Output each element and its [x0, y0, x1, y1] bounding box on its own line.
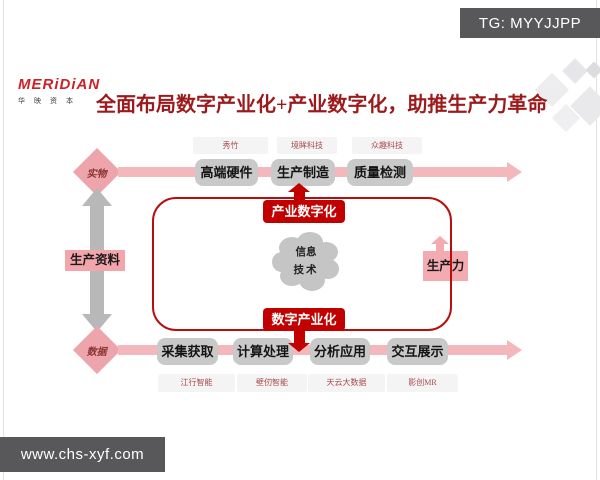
stage-box-quality: 质量检测 — [347, 159, 413, 186]
stage-box-computing: 计算处理 — [233, 338, 293, 365]
company-chip: 壁仞智能 — [237, 374, 307, 392]
stage-box-collection: 采集获取 — [157, 338, 218, 365]
watermark-diamond — [585, 61, 600, 79]
company-chip: 影创MR — [387, 374, 458, 392]
stage-box-display: 交互展示 — [387, 338, 448, 365]
industry-digitalization-badge: 产业数字化 — [263, 200, 345, 223]
top-flow-arrow-head — [507, 162, 522, 182]
cloud-text-line1: 信息 — [295, 247, 317, 258]
logo-subtext: 华映资本 — [18, 98, 82, 105]
watermark-diamond — [562, 58, 588, 84]
physical-objects-label: 实物 — [87, 168, 107, 180]
logo-brand-text: MERiDiAN — [18, 76, 101, 93]
information-technology-cloud: 信息 技术 — [268, 228, 344, 294]
means-of-production-label: 生产资料 — [65, 250, 125, 271]
stage-box-analysis: 分析应用 — [310, 338, 370, 365]
data-diamond: 数据 — [72, 325, 122, 375]
bottom-flow-arrow-head — [507, 340, 522, 360]
productivity-arrow-stem — [436, 244, 444, 252]
company-chip: 江行智能 — [158, 374, 235, 392]
data-label: 数据 — [87, 346, 107, 358]
website-text: www.chs-xyf.com — [20, 446, 145, 463]
website-badge: www.chs-xyf.com — [0, 437, 165, 472]
digital-industrialization-arrow-head — [288, 343, 310, 352]
stage-box-hardware: 高端硬件 — [195, 159, 258, 186]
company-chip: 境眸科技 — [277, 137, 337, 154]
slide-title: 全面布局数字产业化+产业数字化，助推生产力革命 — [96, 94, 548, 116]
industry-digitalization-arrow-head — [288, 183, 310, 192]
telegram-contact-text: TG: MYYJJPP — [478, 14, 582, 32]
arrow-down-head — [82, 314, 112, 332]
telegram-contact-badge: TG: MYYJJPP — [460, 8, 600, 38]
company-chip: 秀竹 — [193, 137, 268, 154]
productivity-arrow-head — [431, 236, 449, 244]
company-chip: 众趣科技 — [352, 137, 422, 154]
right-edge-line — [596, 0, 597, 480]
stage-box-manufacturing: 生产制造 — [271, 159, 335, 186]
arrow-up-head — [82, 188, 112, 206]
digital-industrialization-arrow-stem — [294, 331, 305, 344]
meridian-logo: MERiDiAN 华映资本 — [18, 76, 108, 106]
cloud-shape — [272, 232, 339, 291]
productivity-label: 生产力 — [423, 251, 468, 281]
digital-industrialization-badge: 数字产业化 — [263, 308, 345, 331]
company-chip: 天云大数据 — [308, 374, 385, 392]
left-edge-line — [3, 0, 4, 480]
industry-digitalization-arrow-stem — [294, 191, 305, 201]
cloud-text-line2: 技术 — [293, 265, 319, 276]
